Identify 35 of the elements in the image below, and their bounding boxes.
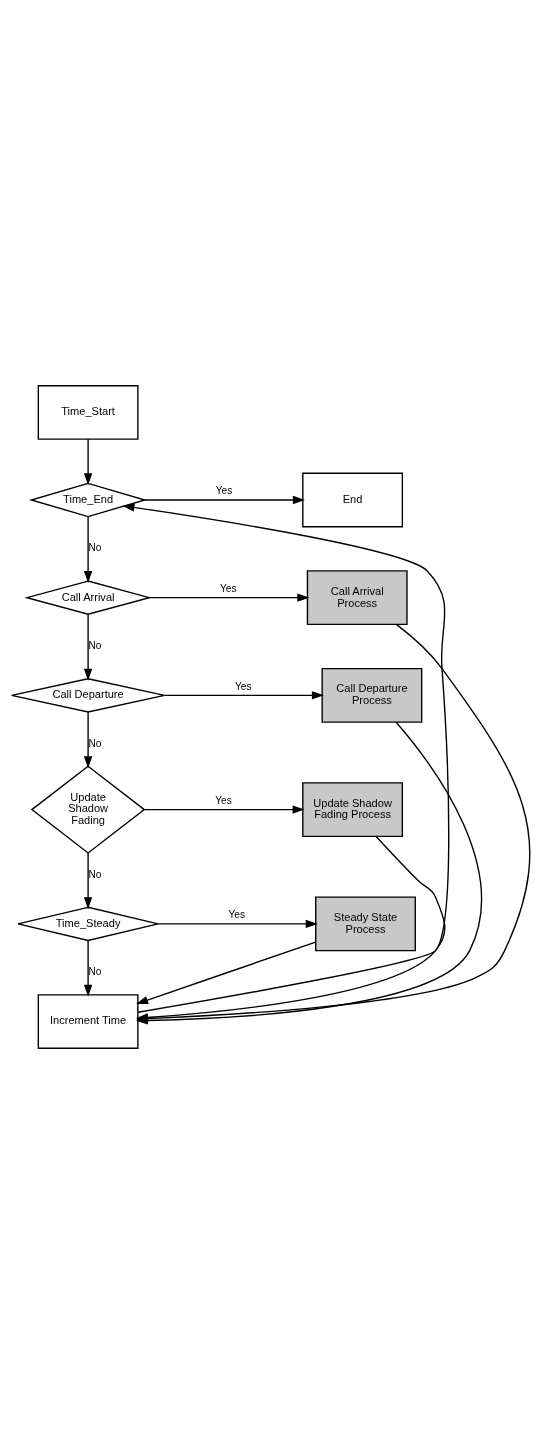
edge-label: No: [88, 542, 102, 554]
node-box: Time_Start: [37, 385, 139, 440]
node-box: Update Shadow Fading Process: [302, 782, 404, 838]
node-box: Call Arrival Process: [306, 570, 408, 626]
arrow: [83, 516, 93, 583]
arrow: [83, 939, 93, 997]
arrow: [136, 941, 317, 1005]
edge-label: No: [88, 966, 102, 978]
edge-label: No: [88, 868, 102, 880]
node-box: Steady State Process: [315, 896, 416, 952]
node-box: End: [302, 472, 404, 528]
node-diamond: Call Arrival: [24, 580, 152, 615]
node-diamond: Call Departure: [11, 678, 166, 713]
arrow: [83, 613, 93, 681]
edge-label: No: [88, 737, 102, 749]
arrow: [83, 711, 93, 769]
arrow: [144, 495, 305, 505]
node-diamond: Update Shadow Fading: [30, 765, 146, 854]
arrow: [83, 852, 93, 910]
edge-label: Yes: [234, 680, 252, 692]
node-diamond: Time_Steady: [17, 906, 159, 942]
node-box: Call Departure Process: [321, 667, 423, 723]
arrow: [122, 503, 450, 1013]
arrow: [148, 593, 310, 602]
arrow: [83, 438, 93, 486]
arrow: [163, 691, 324, 700]
edge-label: Yes: [228, 909, 246, 921]
edge-label: No: [88, 640, 102, 652]
arrow: [143, 805, 305, 814]
edge-label: Yes: [215, 485, 233, 497]
arrow: [157, 919, 318, 929]
edge-label: Yes: [220, 582, 237, 594]
node-diamond: Time_End: [28, 482, 148, 518]
edge-label: Yes: [215, 794, 232, 806]
node-box: Increment Time: [37, 994, 139, 1049]
